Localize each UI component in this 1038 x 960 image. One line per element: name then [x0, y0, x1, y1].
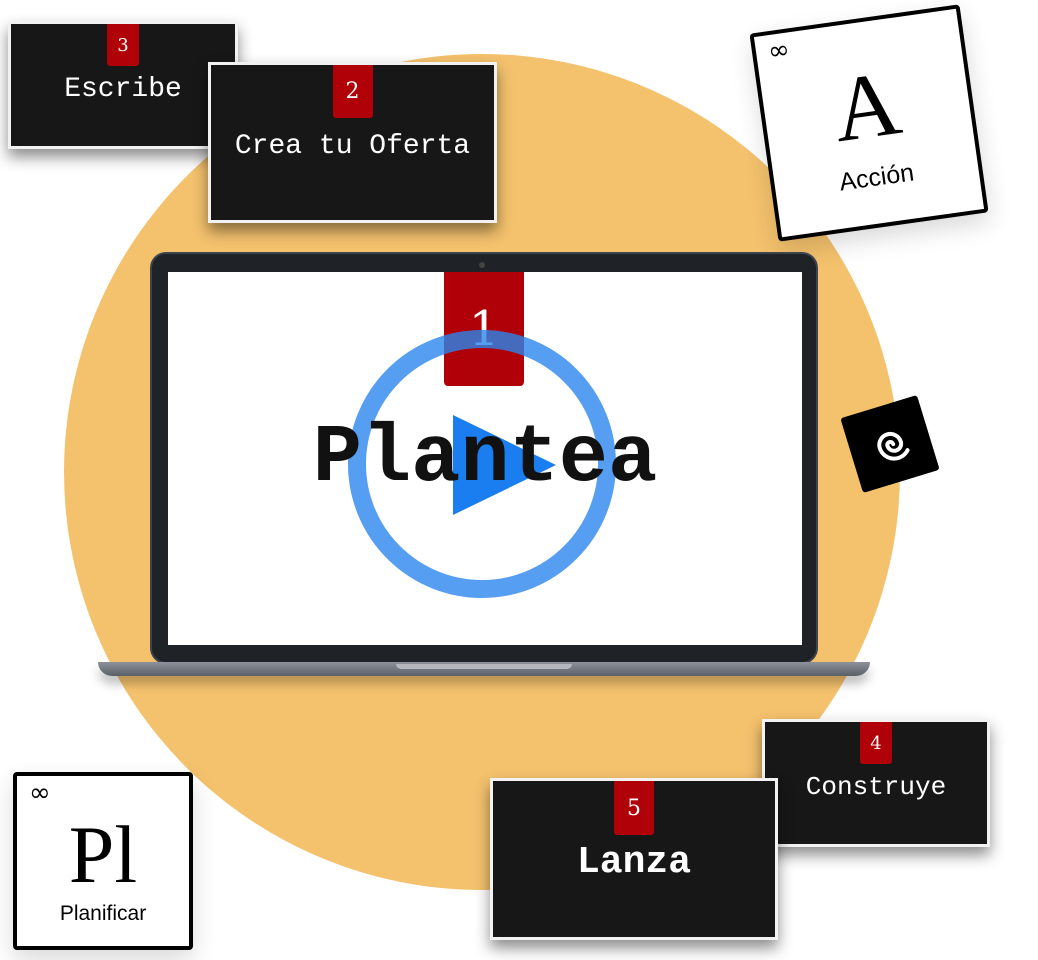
- infinity-icon: ∞: [766, 34, 792, 68]
- play-icon: [453, 415, 556, 515]
- step-label: Construye: [805, 772, 947, 802]
- element-symbol: Pl: [68, 809, 138, 900]
- spiral-icon: [877, 431, 910, 461]
- play-ring: [348, 330, 616, 598]
- step-label: Lanza: [576, 841, 692, 884]
- step-number: 1: [444, 272, 524, 386]
- step-card-construye[interactable]: 4 Construye: [762, 719, 990, 847]
- laptop-notch: [396, 664, 572, 669]
- step-number: 5: [614, 781, 654, 835]
- step-label: Crea tu Oferta: [234, 131, 471, 162]
- laptop-screen: 1 Plantea: [168, 272, 802, 645]
- step-number: 3: [107, 24, 139, 66]
- step-card-escribe[interactable]: 3 Escribe: [8, 21, 238, 149]
- spiral-badge: [840, 395, 940, 493]
- element-symbol: A: [826, 51, 907, 162]
- laptop-base: [98, 662, 870, 676]
- play-button[interactable]: [346, 328, 618, 600]
- step-number: 4: [860, 722, 892, 764]
- infinity-icon: ∞: [29, 778, 51, 808]
- step-card-lanza[interactable]: 5 Lanza: [490, 778, 778, 940]
- video-title: Plantea: [312, 412, 658, 505]
- step-label: Escribe: [64, 74, 182, 105]
- element-tile-accion: ∞ A Acción: [749, 4, 989, 242]
- step-card-crea-tu-oferta[interactable]: 2 Crea tu Oferta: [208, 62, 497, 223]
- webcam: [479, 262, 485, 268]
- element-tile-planificar: ∞ Pl Planificar: [13, 772, 193, 950]
- step-number: 2: [332, 65, 373, 118]
- element-name: Planificar: [59, 902, 147, 925]
